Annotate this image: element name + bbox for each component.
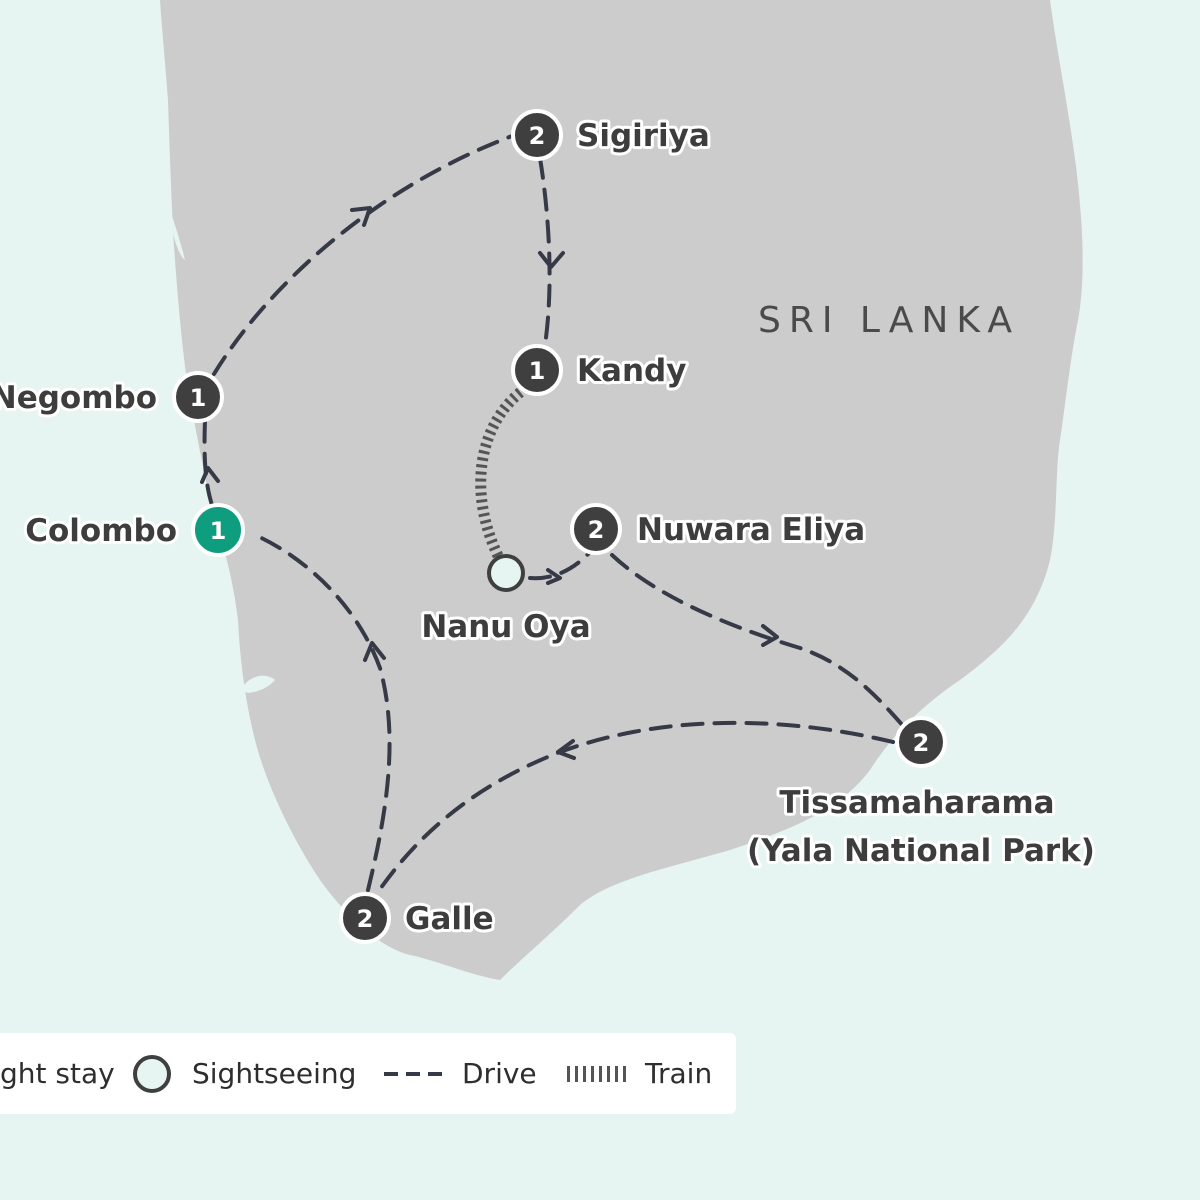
svg-text:1: 1 <box>190 384 207 412</box>
place-label-negombo: Negombo <box>0 380 157 416</box>
place-label-sigiriya: Sigiriya <box>577 118 710 154</box>
sightseeing-marker-icon <box>133 1054 171 1093</box>
route-arrow-icon <box>363 641 386 662</box>
train-route-kandy-nanu-oya <box>475 383 530 563</box>
stop-marker-colombo[interactable]: 1 <box>191 503 245 557</box>
legend-overnight-label: ght stay <box>0 1057 115 1090</box>
place-label-kandy: Kandy <box>577 353 686 389</box>
route-arrow-icon <box>556 739 576 760</box>
place-label-nuwara-eliya: Nuwara Eliya <box>637 512 865 548</box>
legend-item-sightseeing: Sightseeing <box>132 1033 356 1114</box>
route-arrow-icon <box>546 568 562 585</box>
coast-inlet <box>240 675 275 693</box>
train-line-icon <box>567 1065 627 1082</box>
country-label: SRI LANKA <box>758 300 1020 341</box>
legend-item-train: Train <box>565 1033 712 1114</box>
legend-item-overnight: ght stay <box>0 1033 115 1114</box>
place-label-colombo: Colombo <box>25 513 177 549</box>
stop-marker-tissamaharama[interactable]: 2 <box>895 716 947 768</box>
route-arrow-icon <box>350 206 372 227</box>
svg-text:1: 1 <box>529 357 546 385</box>
stop-marker-galle[interactable]: 2 <box>339 892 391 944</box>
drive-route-colombo-negombo <box>202 418 214 507</box>
drive-route-negombo-sigiriya <box>212 134 514 376</box>
drive-route-sigiriya-kandy <box>538 156 552 347</box>
place-label-galle: Galle <box>405 901 494 937</box>
svg-text:1: 1 <box>210 517 227 545</box>
place-label-yala-national-park: (Yala National Park) <box>747 833 1095 869</box>
stop-marker-nanu-oya[interactable] <box>487 554 525 592</box>
svg-text:2: 2 <box>357 905 374 933</box>
drive-line-icon <box>384 1071 444 1076</box>
legend-item-drive: Drive <box>382 1033 537 1114</box>
legend-train-label: Train <box>645 1057 713 1090</box>
stop-marker-negombo[interactable]: 1 <box>172 371 224 423</box>
coast-lagoon <box>168 205 185 260</box>
legend-drive-label: Drive <box>462 1057 537 1090</box>
svg-text:2: 2 <box>913 729 930 757</box>
map-legend: ght stay Sightseeing Drive Train <box>0 1033 736 1114</box>
drive-route-nuwara-eliya-tissamaharama <box>610 553 907 730</box>
route-arrow-icon <box>761 624 779 647</box>
drive-route-tissamaharama-galle <box>374 720 895 897</box>
stop-marker-nuwara-eliya[interactable]: 2 <box>570 503 622 555</box>
stop-marker-sigiriya[interactable]: 2 <box>511 109 563 161</box>
route-arrow-icon <box>538 251 565 269</box>
place-label-tissamaharama: Tissamaharama <box>779 785 1054 821</box>
route-arrow-icon <box>200 466 220 484</box>
svg-text:2: 2 <box>529 122 546 150</box>
svg-text:2: 2 <box>588 516 605 544</box>
legend-sightseeing-label: Sightseeing <box>192 1057 357 1090</box>
drive-route-galle-colombo <box>253 533 392 892</box>
stop-marker-kandy[interactable]: 1 <box>511 344 563 396</box>
place-label-nanu-oya: Nanu Oya <box>421 609 590 645</box>
drive-route-nanu-oya-nuwara-eliya <box>528 550 592 581</box>
